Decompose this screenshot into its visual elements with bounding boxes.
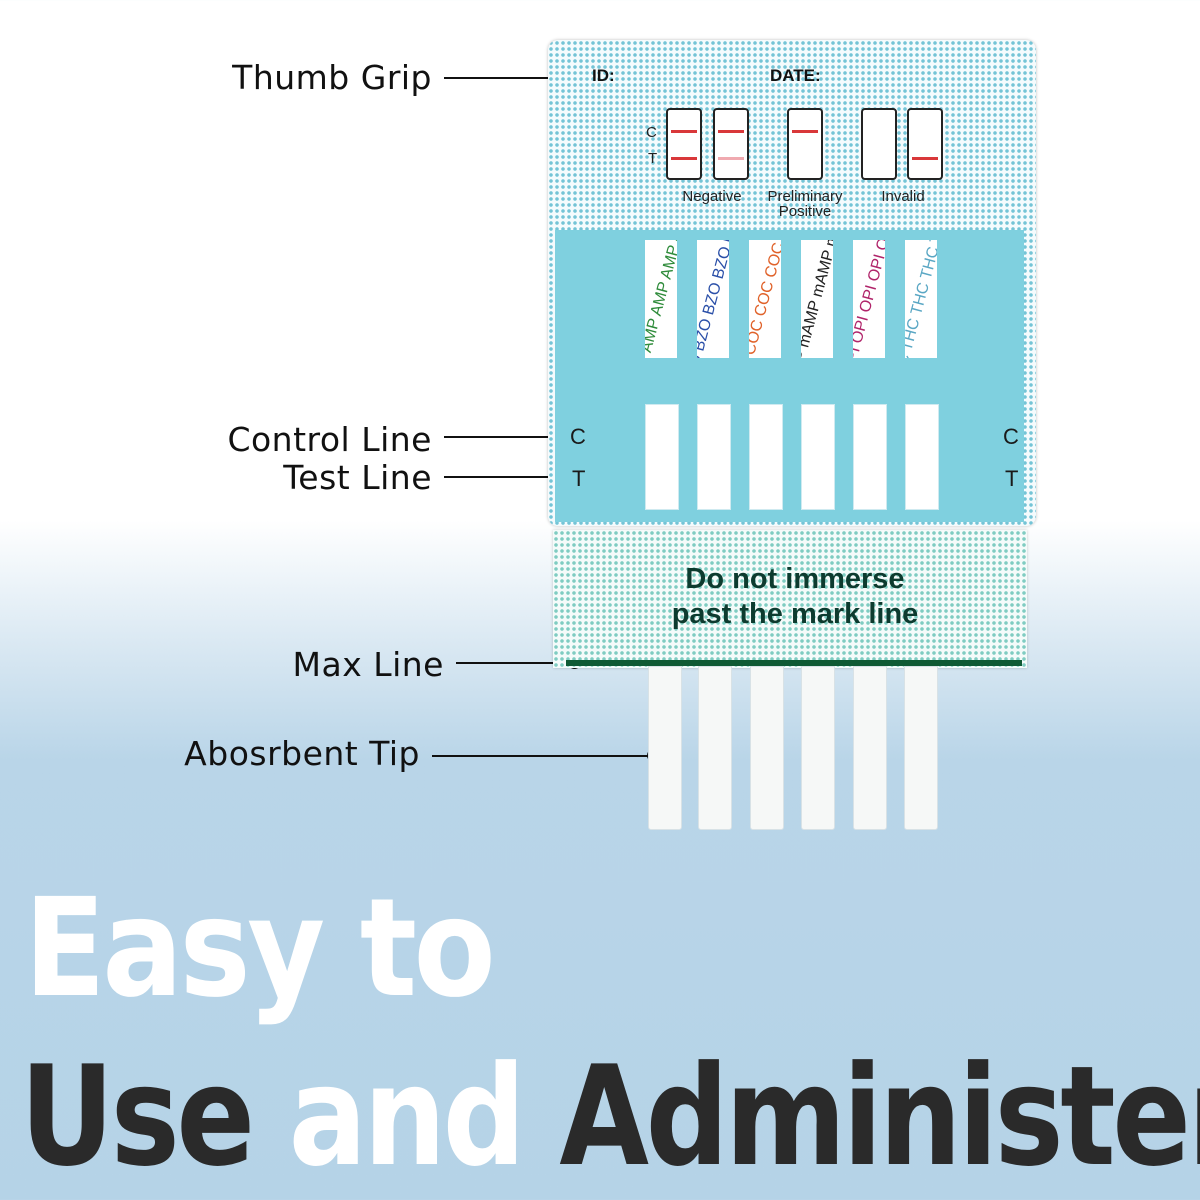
drug-label-text: BZO BZO BZO BZO BZO <box>697 240 729 358</box>
mini-c-letter: C <box>646 124 657 141</box>
headline-and: and <box>288 1036 526 1197</box>
mini-t-letter: T <box>648 150 658 167</box>
callout-control-line: Control Line <box>227 420 432 459</box>
drug-label-text: THC THC THC THC THC <box>905 240 937 358</box>
result-window-6 <box>905 404 939 510</box>
legend-preliminary-line: Preliminary <box>767 188 843 205</box>
headline-administer: Administer <box>522 1036 1200 1197</box>
reaction-band <box>555 230 1024 522</box>
callout-thumb-grip: Thumb Grip <box>232 58 432 97</box>
absorbent-tip-3 <box>750 666 784 830</box>
immersion-warning-line2: past the mark line <box>671 598 919 630</box>
result-window-5 <box>853 404 887 510</box>
headline-line1: Easy to <box>24 870 496 1028</box>
result-window-1 <box>645 404 679 510</box>
window-t-letter-right: T <box>1005 466 1019 491</box>
result-example-negative-2 <box>713 108 749 180</box>
window-c-letter-right: C <box>1003 424 1019 449</box>
callout-absorbent-tip: Abosrbent Tip <box>184 734 420 773</box>
absorbent-tip-2 <box>698 666 732 830</box>
drug-label-text: OPI OPI OPI OPI OPI <box>853 240 885 358</box>
drug-label-text: mAMP mAMP mAMP mAMP <box>801 240 833 358</box>
drug-label-opi: OPI OPI OPI OPI OPI <box>853 240 885 358</box>
id-label: ID: <box>592 66 615 85</box>
immersion-panel <box>553 530 1027 668</box>
callout-test-line: Test Line <box>283 458 432 497</box>
legend-negative: Negative <box>682 188 742 205</box>
headline-line2: Use and Administer <box>20 1036 1200 1197</box>
absorbent-tip-4 <box>801 666 835 830</box>
headline-use: Use <box>20 1036 289 1197</box>
window-t-letter-left: T <box>572 466 586 491</box>
result-example-invalid-2 <box>907 108 943 180</box>
legend-positive-line: Positive <box>778 203 832 220</box>
result-example-negative-1 <box>666 108 702 180</box>
leader-control-line <box>444 436 566 438</box>
result-window-2 <box>697 404 731 510</box>
immersion-warning-line1: Do not immerse <box>685 563 905 595</box>
drug-label-bzo: BZO BZO BZO BZO BZO <box>697 240 729 358</box>
absorbent-tip-5 <box>853 666 887 830</box>
legend-invalid: Invalid <box>881 188 925 205</box>
drug-label-amp: AMP AMP AMP AMP AMP <box>645 240 677 358</box>
date-label: DATE: <box>770 66 821 85</box>
leader-thumb-grip <box>444 77 566 79</box>
result-example-invalid-1 <box>861 108 897 180</box>
drug-label-mamp: mAMP mAMP mAMP mAMP <box>801 240 833 358</box>
legend-preliminary-positive: Preliminary Positive <box>755 189 855 219</box>
max-line-bar <box>566 660 1022 666</box>
leader-test-line <box>444 476 566 478</box>
drug-label-thc: THC THC THC THC THC <box>905 240 937 358</box>
result-example-positive <box>787 108 823 180</box>
drug-label-text: COC COC COC COC COC <box>749 240 781 358</box>
leader-absorbent-tip <box>432 755 654 757</box>
immersion-warning: Do not immerse past the mark line <box>560 562 1030 632</box>
absorbent-tip-6 <box>904 666 938 830</box>
callout-max-line: Max Line <box>292 645 444 684</box>
result-window-4 <box>801 404 835 510</box>
drug-label-text: AMP AMP AMP AMP AMP <box>645 240 677 358</box>
window-c-letter-left: C <box>570 424 586 449</box>
leader-max-line <box>456 662 572 664</box>
result-window-3 <box>749 404 783 510</box>
drug-label-coc: COC COC COC COC COC <box>749 240 781 358</box>
absorbent-tip-1 <box>648 666 682 830</box>
